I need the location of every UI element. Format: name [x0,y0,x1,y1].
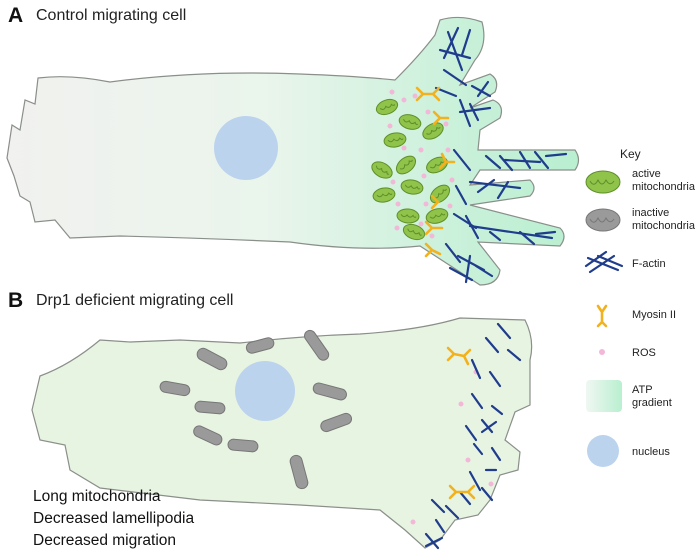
key-label-active-line2: mitochondria [632,181,696,193]
control-myosin-ii [415,86,456,258]
note-decreased-lamellipodia: Decreased lamellipodia [33,510,194,527]
key-label-active-line1: active [632,168,661,180]
panel-b-letter: B [8,289,23,312]
key-label-atp-line2: gradient [632,397,672,409]
ros-icon [599,349,605,355]
panel-b-title: Drp1 deficient migrating cell [36,292,233,309]
drp1-f-actin [424,322,522,550]
key-label-f-actin: F-actin [632,258,666,270]
control-nucleus [214,116,278,180]
drp1-nucleus [235,361,295,421]
control-cell-body [6,16,580,286]
note-decreased-migration: Decreased migration [33,532,176,549]
myosin-ii-icon [596,304,608,328]
key-label-myosin-ii: Myosin II [632,309,676,321]
key-label-nucleus: nucleus [632,446,670,458]
key-title: Key [620,147,641,161]
drp1-inactive-mitochondria [159,329,353,490]
atp-gradient-icon [586,380,622,412]
key-label-ros: ROS [632,347,656,359]
key-label-inactive-line2: mitochondria [632,220,696,232]
active-mitochondria-icon [585,170,621,194]
drp1-myosin-ii [446,346,476,500]
nucleus-icon [587,435,619,467]
panel-a-letter: A [8,4,23,27]
drp1-cell-body [31,317,533,549]
panel-a-title: Control migrating cell [36,7,186,24]
key-label-atp-line1: ATP [632,384,653,396]
note-long-mitochondria: Long mitochondria [33,488,161,505]
key-label-inactive-line1: inactive [632,207,669,219]
control-ros-dots [387,89,455,239]
control-f-actin [434,26,568,284]
inactive-mitochondria-icon [585,208,621,232]
f-actin-icon [584,250,624,274]
